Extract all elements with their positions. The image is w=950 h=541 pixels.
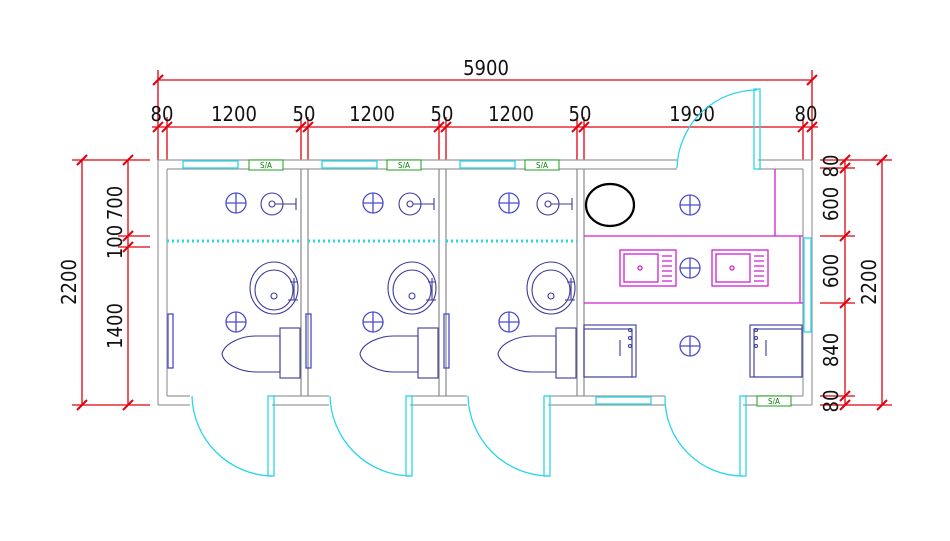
dim-left-seg-1: 700 bbox=[103, 186, 127, 220]
light-fixture-icon bbox=[679, 194, 701, 216]
dim-right-seg-5: 80 bbox=[819, 390, 843, 413]
dim-right-total: 2200 bbox=[857, 259, 881, 305]
dim-top-seg-6: 1200 bbox=[488, 102, 534, 126]
dim-top-seg-3: 50 bbox=[293, 102, 316, 126]
dim-top-seg-4: 1200 bbox=[349, 102, 395, 126]
door-icon bbox=[329, 395, 413, 477]
dim-top-seg-2: 1200 bbox=[211, 102, 257, 126]
light-fixture-icon bbox=[498, 192, 520, 214]
sink-icon bbox=[260, 192, 297, 216]
door-icon bbox=[676, 88, 761, 170]
top-dimensions: 5900 80 1200 50 1200 50 1200 bbox=[151, 56, 818, 160]
light-fixture-icon bbox=[225, 311, 247, 333]
washroom-fixtures bbox=[583, 169, 803, 378]
dim-top-seg-7: 50 bbox=[569, 102, 592, 126]
dim-right-seg-1: 80 bbox=[819, 155, 843, 178]
light-fixture-icon bbox=[679, 335, 701, 357]
sa-tag-2: S/A bbox=[398, 161, 410, 170]
window-icon bbox=[321, 160, 378, 169]
dim-right-seg-3: 600 bbox=[819, 254, 843, 288]
window-icon bbox=[459, 160, 516, 169]
cabinet-icon bbox=[583, 324, 637, 378]
sa-tag-1: S/A bbox=[260, 161, 272, 170]
toilet-icon bbox=[359, 327, 439, 379]
grab-bar-icon bbox=[305, 313, 312, 369]
door-icon bbox=[191, 395, 275, 477]
door-icon bbox=[664, 395, 747, 477]
cabinet-icon bbox=[749, 324, 803, 378]
sink-icon bbox=[398, 192, 435, 216]
sa-tag-3: S/A bbox=[536, 161, 548, 170]
light-fixture-icon bbox=[498, 311, 520, 333]
cubicle-1-fixtures bbox=[167, 192, 301, 379]
cubicle-2-fixtures bbox=[305, 192, 439, 379]
right-dimensions: 80 600 600 840 80 2200 bbox=[819, 154, 892, 413]
dim-left-total: 2200 bbox=[57, 259, 81, 305]
sink-icon bbox=[536, 192, 573, 216]
dim-top-seg-5: 50 bbox=[431, 102, 454, 126]
left-dimensions: 2200 700 100 1400 bbox=[57, 154, 150, 411]
dim-right-seg-4: 840 bbox=[819, 333, 843, 367]
dim-right-seg-2: 600 bbox=[819, 187, 843, 221]
sink-icon bbox=[526, 261, 576, 315]
dim-top-seg-9: 80 bbox=[795, 102, 818, 126]
windows bbox=[182, 160, 812, 405]
light-fixture-icon bbox=[225, 192, 247, 214]
grab-bar-icon bbox=[443, 313, 450, 369]
dim-top-total: 5900 bbox=[463, 56, 509, 80]
sink-icon bbox=[249, 261, 299, 315]
dim-top-seg-1: 80 bbox=[151, 102, 174, 126]
sa-tags: S/A S/A S/A S/A bbox=[248, 159, 792, 407]
top-segment-ticks bbox=[152, 117, 818, 160]
window-icon bbox=[595, 396, 652, 405]
light-fixture-icon bbox=[362, 192, 384, 214]
dim-left-seg-3: 1400 bbox=[103, 303, 127, 349]
sink-icon bbox=[711, 249, 769, 287]
cubicle-3-fixtures bbox=[443, 192, 577, 379]
sink-icon bbox=[619, 249, 677, 287]
sink-icon bbox=[387, 261, 437, 315]
light-fixture-icon bbox=[679, 257, 701, 279]
window-icon bbox=[803, 237, 812, 333]
doors bbox=[191, 88, 761, 477]
dim-left-seg-2: 100 bbox=[103, 225, 127, 259]
light-fixture-icon bbox=[362, 311, 384, 333]
window-icon bbox=[182, 160, 239, 169]
grab-bar-icon bbox=[167, 313, 174, 369]
toilet-icon bbox=[497, 327, 577, 379]
door-icon bbox=[467, 395, 551, 477]
toilet-icon bbox=[221, 327, 301, 379]
dim-top-seg-8: 1990 bbox=[669, 102, 715, 126]
sa-tag-4: S/A bbox=[768, 397, 780, 406]
ceiling-opening bbox=[584, 182, 636, 228]
